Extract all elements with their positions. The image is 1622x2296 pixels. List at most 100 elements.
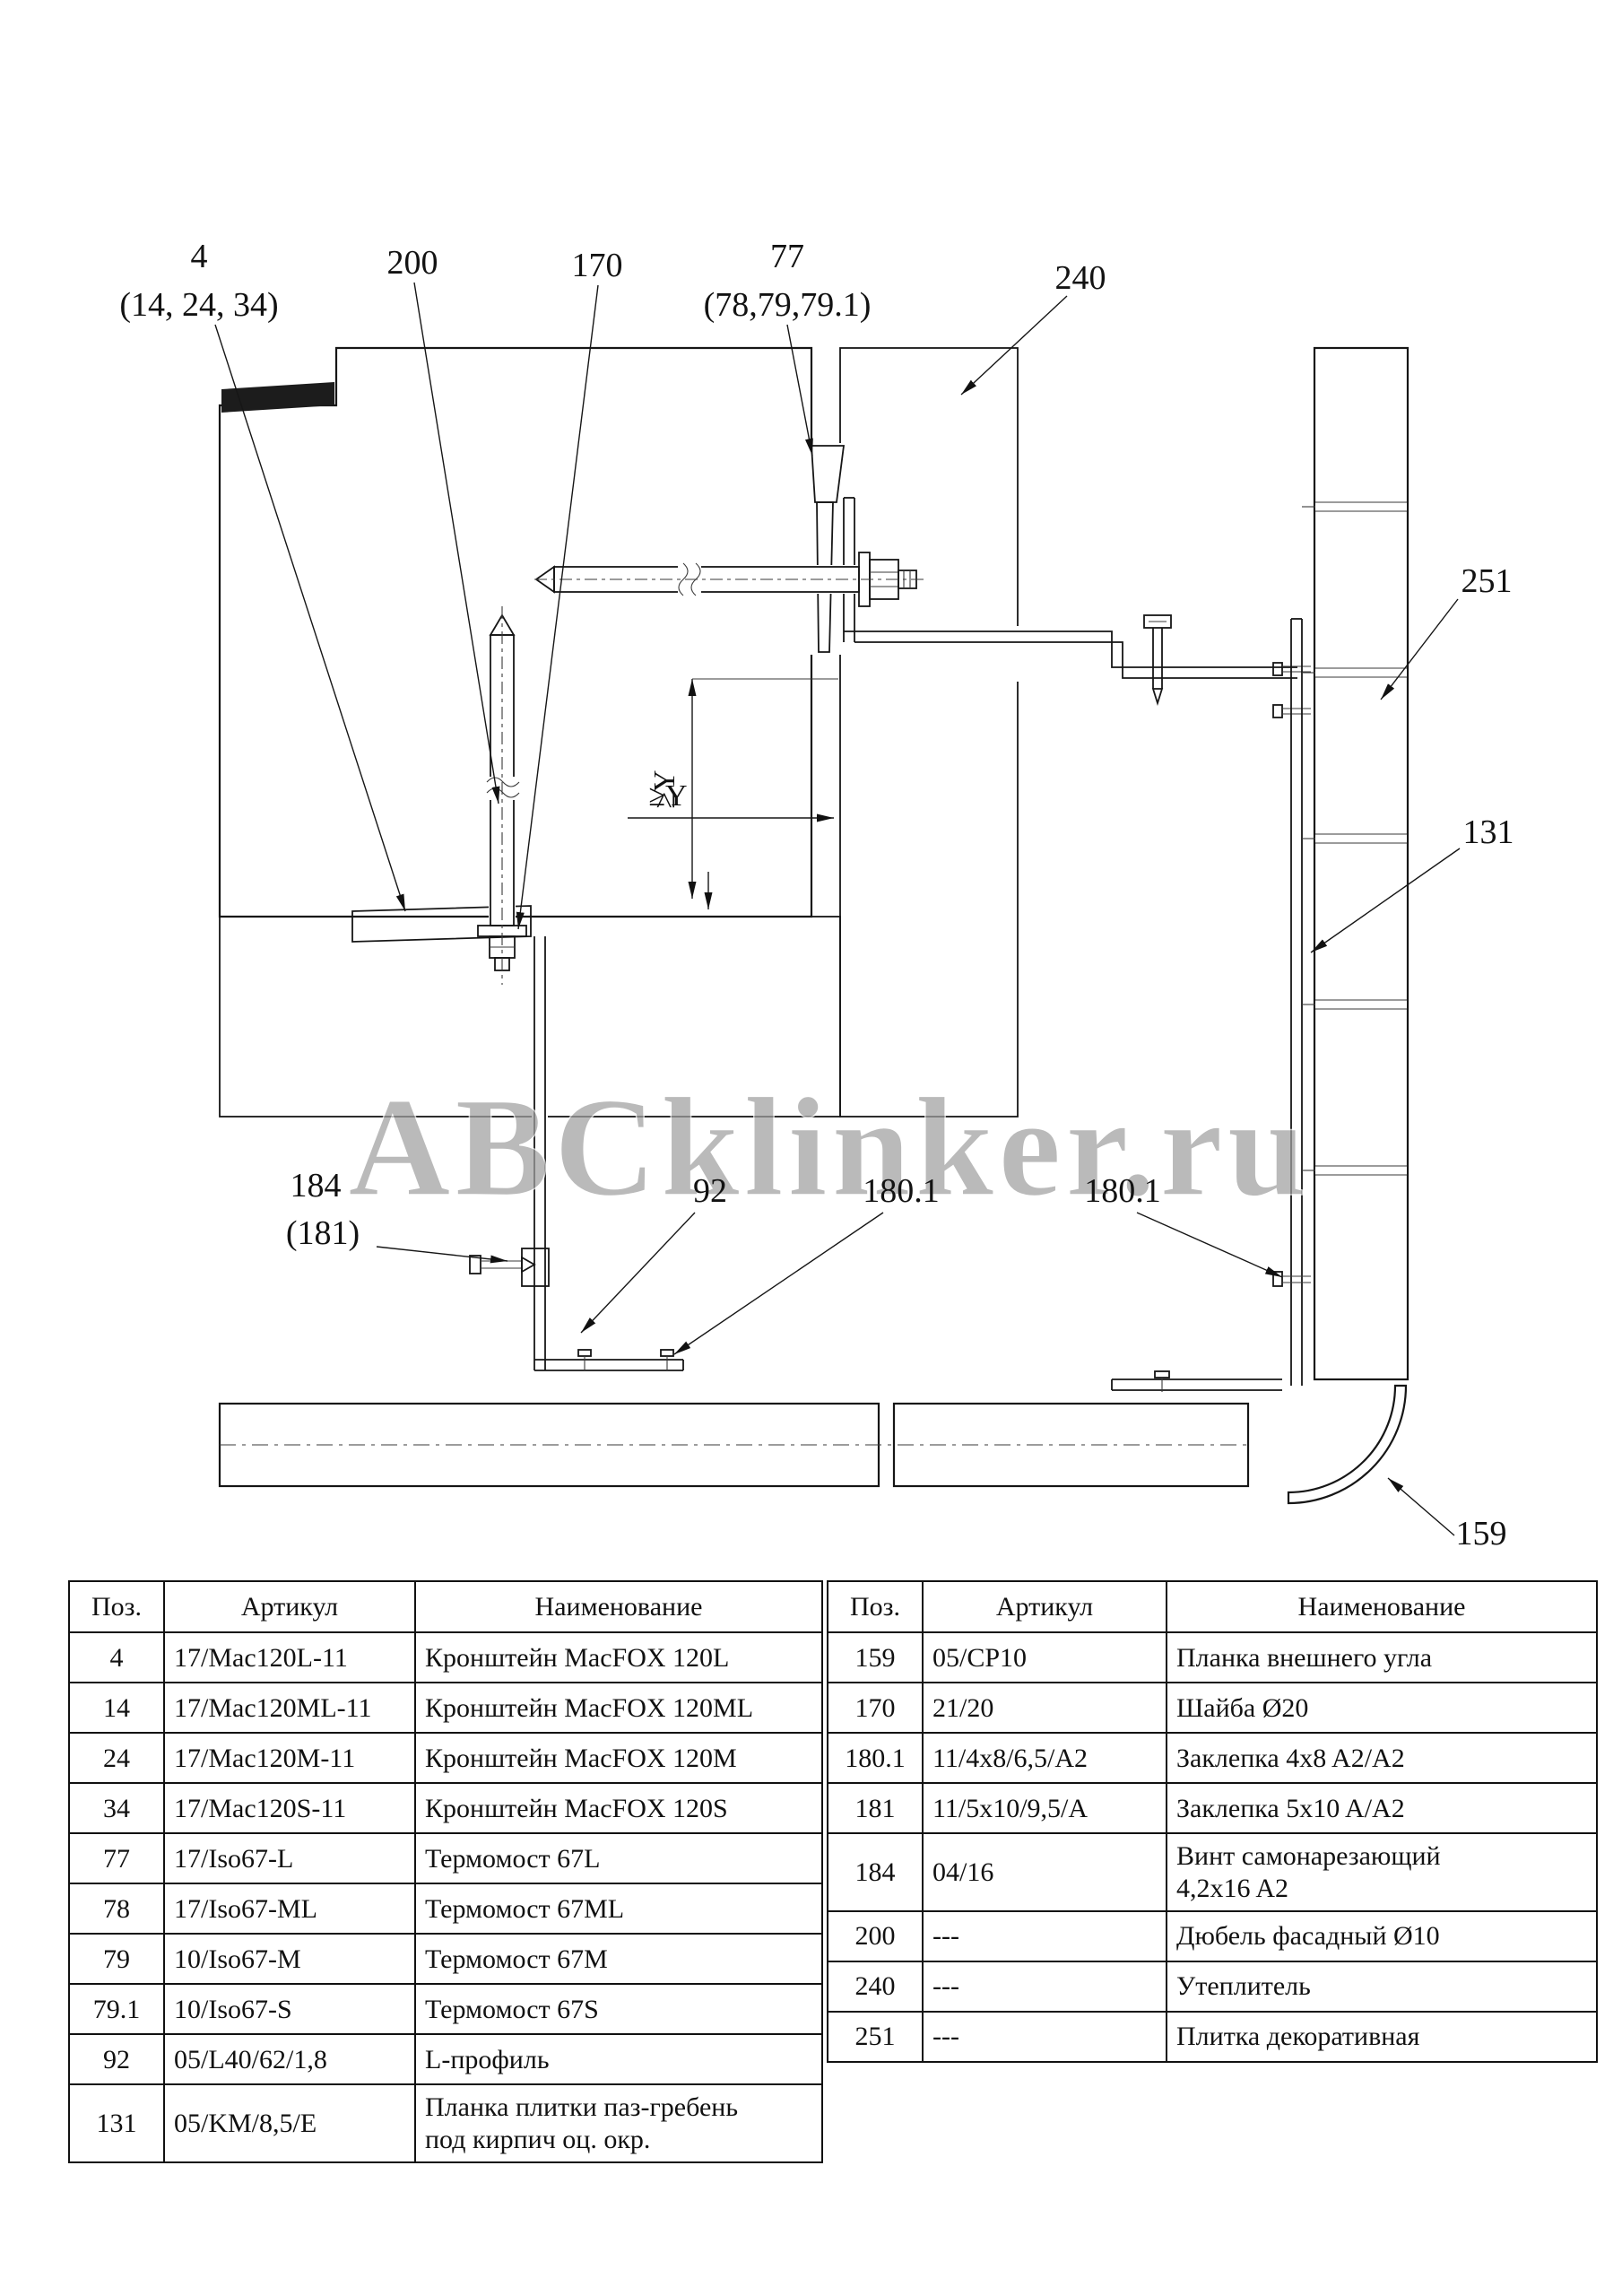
callout-170: 170 <box>572 247 623 284</box>
cell-pos: 159 <box>827 1631 924 1684</box>
table-row: 200---Дюбель фасадный Ø10 <box>827 1910 1598 1963</box>
cell-name: Термомост 67ML <box>414 1883 823 1935</box>
cell-art: 05/CP10 <box>922 1631 1167 1684</box>
cell-name: L-профиль <box>414 2033 823 2086</box>
callout-180-1-b: 180.1 <box>1084 1172 1161 1210</box>
cell-name: Термомост 67S <box>414 1983 823 2036</box>
cell-name: Кронштейн MacFOX 120M <box>414 1732 823 1785</box>
cell-pos: 14 <box>68 1682 165 1735</box>
cell-art: --- <box>922 1910 1167 1963</box>
callout-184-sub: (181) <box>286 1214 360 1252</box>
wall-section <box>218 346 813 918</box>
leader-lines <box>214 282 1461 1536</box>
leader-184 <box>376 1246 508 1264</box>
table-row: 240---Утеплитель <box>827 1961 1598 2013</box>
thermal-break <box>810 443 860 655</box>
dimension-label-vertical: ≥Y <box>648 770 681 808</box>
cell-art: 17/Iso67-L <box>163 1832 416 1885</box>
corner-trim <box>1287 1384 1408 1505</box>
col-header-name: Наименование <box>414 1579 823 1634</box>
cell-art: 10/Iso67-M <box>163 1933 416 1986</box>
tile-cladding-bottom <box>218 1402 1250 1488</box>
bracket-top-right <box>843 497 1311 718</box>
cell-art: 04/16 <box>922 1832 1167 1913</box>
callout-184: 184 <box>291 1167 342 1205</box>
facade-anchor-horizontal <box>534 552 924 607</box>
cell-art: 11/4x8/6,5/A2 <box>922 1732 1167 1785</box>
cell-pos: 200 <box>827 1910 924 1963</box>
callout-131: 131 <box>1463 813 1514 851</box>
callout-92: 92 <box>693 1172 727 1210</box>
cell-name: Кронштейн MacFOX 120ML <box>414 1682 823 1735</box>
cell-art: 21/20 <box>922 1682 1167 1735</box>
dimension-y-horizontal: ≥Y <box>628 779 834 822</box>
bottom-right-bracket <box>1111 1370 1282 1392</box>
cell-pos: 34 <box>68 1782 165 1835</box>
cell-name: Утеплитель <box>1166 1961 1598 2013</box>
cell-name: Шайба Ø20 <box>1166 1682 1598 1735</box>
cell-name: Заклепка 5x10 A/A2 <box>1166 1782 1598 1835</box>
cell-pos: 240 <box>827 1961 924 2013</box>
dimension-label-horizontal: ≥Y <box>648 779 687 813</box>
cell-art: 17/Mac120M-11 <box>163 1732 416 1785</box>
cell-name: Плитка декоративная <box>1166 2011 1598 2064</box>
cell-art: 17/Iso67-ML <box>163 1883 416 1935</box>
callout-77: 77 <box>770 238 804 275</box>
leader-159 <box>1387 1477 1455 1536</box>
callout-251: 251 <box>1462 562 1513 600</box>
col-header-art: Артикул <box>163 1579 416 1634</box>
cell-pos: 77 <box>68 1832 165 1885</box>
col-header-art: Артикул <box>922 1579 1167 1634</box>
leader-170 <box>516 284 599 930</box>
rivet-icon <box>1154 1370 1170 1392</box>
cell-art: 11/5x10/9,5/A <box>922 1782 1167 1835</box>
rivet-icon <box>1272 662 1311 718</box>
callout-77-sub: (78,79,79.1) <box>704 286 872 324</box>
leader-180b <box>1136 1212 1283 1278</box>
tile-cladding-right <box>1302 346 1409 1381</box>
wall-step <box>221 382 334 413</box>
cell-pos: 92 <box>68 2033 165 2086</box>
cell-pos: 78 <box>68 1883 165 1935</box>
support-plank-right <box>1272 618 1311 1386</box>
leader-180a <box>673 1212 884 1355</box>
leader-251 <box>1380 598 1459 700</box>
leader-77 <box>786 324 813 457</box>
cell-art: --- <box>922 1961 1167 2013</box>
cell-pos: 180.1 <box>827 1732 924 1785</box>
cell-pos: 131 <box>68 2083 165 2164</box>
col-header-pos: Поз. <box>827 1579 924 1634</box>
dimension-y-vertical: ≥Y <box>648 678 838 909</box>
callout-4-sub: (14, 24, 34) <box>119 286 278 324</box>
callout-240: 240 <box>1055 259 1106 297</box>
cell-name: Термомост 67L <box>414 1832 823 1885</box>
callout-labels: 4 (14, 24, 34) 200 170 77 (78,79,79.1) 2… <box>119 238 1514 1552</box>
cell-pos: 79 <box>68 1933 165 1986</box>
col-header-pos: Поз. <box>68 1579 165 1634</box>
cell-name: Планка плитки паз-гребень под кирпич оц.… <box>414 2083 823 2164</box>
cell-pos: 79.1 <box>68 1983 165 2036</box>
callout-159: 159 <box>1456 1515 1507 1552</box>
leader-131 <box>1310 848 1461 953</box>
cell-art: 05/L40/62/1,8 <box>163 2033 416 2086</box>
tile-joints <box>1302 501 1407 1176</box>
cell-name: Термомост 67M <box>414 1933 823 1986</box>
cell-pos: 4 <box>68 1631 165 1684</box>
leader-92 <box>580 1212 696 1334</box>
leader-200 <box>413 282 500 804</box>
cell-pos: 181 <box>827 1782 924 1835</box>
